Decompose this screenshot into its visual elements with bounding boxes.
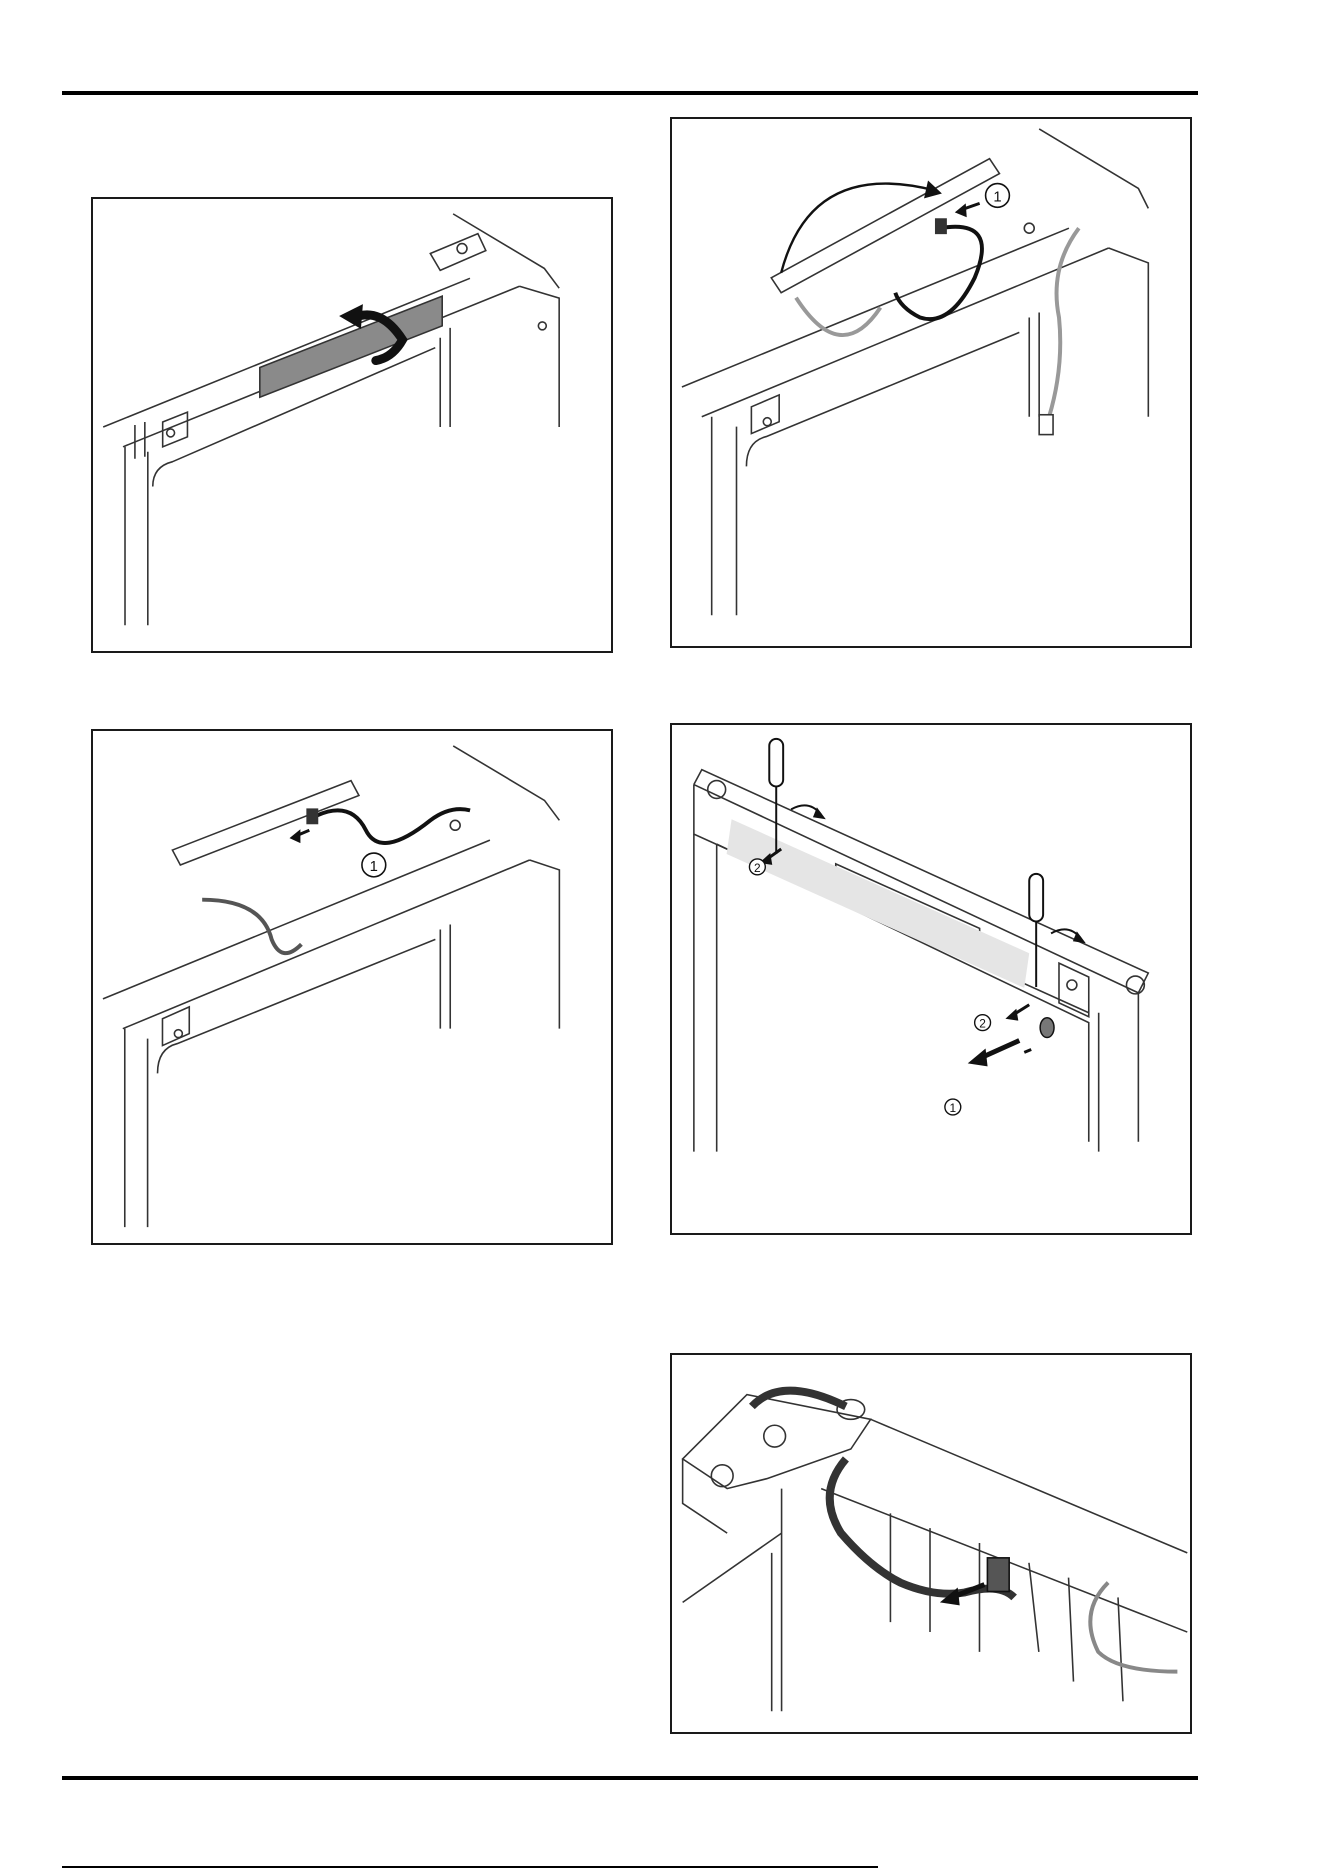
figure-cover-removal-illustration [93, 199, 611, 651]
figure-connector-plug-illustration: 1 [93, 731, 611, 1243]
figure-panel-removal-illustration: 2 2 1 [672, 725, 1190, 1233]
bottom-divider [62, 1866, 878, 1868]
footer-rule [62, 1776, 1198, 1780]
figure-cable-routing-illustration: 1 [672, 119, 1190, 646]
rotate-arrow-icon [339, 304, 363, 329]
figure-hinge-cable-illustration [672, 1355, 1190, 1732]
screwdriver-icon [1029, 874, 1043, 987]
figure-hinge-cable [670, 1353, 1192, 1734]
callout-2-label: 2 [754, 861, 761, 875]
callout-1-label: 1 [993, 189, 1001, 205]
header-rule [62, 91, 1198, 95]
figure-cover-removal [91, 197, 613, 653]
figure-panel-removal: 2 2 1 [670, 723, 1192, 1235]
screwdriver-icon [769, 739, 783, 854]
callout-1-label: 1 [950, 1101, 957, 1115]
connector-plug [987, 1558, 1009, 1592]
callout-1-label: 1 [370, 859, 378, 875]
callout-2-label: 2 [979, 1017, 986, 1031]
figure-connector-plug: 1 [91, 729, 613, 1245]
figure-cable-routing: 1 [670, 117, 1192, 648]
